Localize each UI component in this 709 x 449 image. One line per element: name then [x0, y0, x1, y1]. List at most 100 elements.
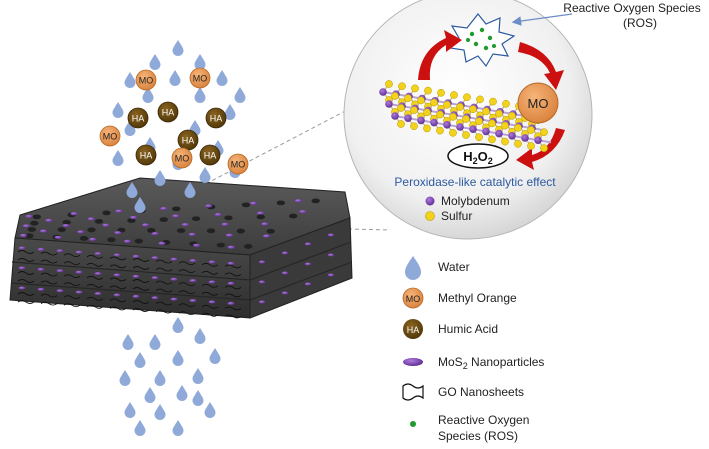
- sulfur-atom: [449, 113, 456, 120]
- mos2-nanoparticle-icon: [259, 301, 265, 304]
- molybdenum-atom: [430, 119, 438, 127]
- water-drop-icon: [135, 352, 146, 368]
- mos2-nanoparticle-icon: [19, 287, 26, 290]
- ha-particle-label: HA: [132, 114, 145, 124]
- sulfur-atom: [436, 111, 443, 118]
- sulfur-atom: [436, 127, 443, 134]
- water-drop-icon: [200, 167, 211, 183]
- mos2-nanoparticle-icon: [76, 271, 83, 274]
- sulfur-atom: [469, 106, 476, 113]
- molybdenum-atom: [456, 123, 464, 131]
- mos2-nanoparticle-icon: [57, 269, 64, 272]
- ha-particle-label: HA: [162, 108, 175, 118]
- mos2-nanoparticle-icon: [228, 246, 235, 249]
- legend-go: GO Nanosheets: [438, 385, 524, 399]
- water-drop-icon: [235, 87, 246, 103]
- legend-mos2: MoS2 Nanoparticles: [438, 355, 544, 371]
- membrane-pore: [224, 215, 232, 220]
- sulfur-label: Sulfur: [441, 209, 472, 223]
- mos2-nanoparticle-icon: [102, 224, 109, 227]
- membrane-pore: [311, 198, 319, 203]
- sulfur-atom: [437, 89, 444, 96]
- mo-particle-label: MO: [193, 74, 208, 84]
- water-drop-icon: [193, 368, 204, 384]
- water-drop-icon: [135, 420, 146, 436]
- mos2-nanoparticle-icon: [403, 358, 423, 366]
- mos2-nanoparticle-icon: [259, 261, 265, 264]
- sulfur-atom: [410, 123, 417, 130]
- sulfur-atom: [404, 95, 411, 102]
- membrane-pore: [135, 239, 143, 244]
- mos2-nanoparticle-icon: [152, 276, 159, 279]
- water-drop-icon: [120, 370, 131, 386]
- mos2-nanoparticle-icon: [221, 223, 228, 226]
- mos2-nanoparticle-icon: [209, 261, 216, 264]
- membrane-pore: [244, 244, 252, 249]
- sulfur-atom: [462, 115, 469, 122]
- membrane-pore: [277, 200, 285, 205]
- sulfur-atom: [423, 125, 430, 132]
- sulfur-atom: [495, 110, 502, 117]
- membrane-pore: [242, 202, 250, 207]
- molybdenum-label: Molybdenum: [441, 194, 510, 208]
- ha-particle-label: HA: [140, 151, 153, 161]
- mos2-nanoparticle-icon: [189, 233, 196, 236]
- water-drop-icon: [155, 370, 166, 386]
- mos2-nanoparticle-icon: [158, 242, 165, 245]
- mos2-nanoparticle-icon: [190, 259, 197, 262]
- mos2-nanoparticle-icon: [57, 249, 64, 252]
- water-drop-icon: [217, 70, 228, 86]
- molybdenum-atom: [417, 117, 425, 125]
- mos2-nanoparticle-icon: [190, 299, 197, 302]
- molybdenum-atom: [379, 88, 387, 96]
- ha-particle-label: HA: [182, 136, 195, 146]
- catalysis-callout: MO H2O2 Peroxidase-like catalytic effect…: [344, 0, 592, 239]
- water-drop-icon: [177, 385, 188, 401]
- membrane-pore: [192, 216, 200, 221]
- water-drop-icon: [205, 402, 216, 418]
- water-drop-icon: [125, 72, 136, 88]
- mos2-nanoparticle-icon: [76, 251, 83, 254]
- mos2-nanoparticle-icon: [305, 263, 311, 266]
- sulfur-atom: [410, 107, 417, 114]
- mos2-nanoparticle-icon: [152, 296, 159, 299]
- mos2-nanoparticle-icon: [19, 247, 26, 250]
- membrane-pore: [217, 243, 225, 248]
- sulfur-atom: [456, 103, 463, 110]
- mos2-nanoparticle-icon: [328, 254, 334, 257]
- water-drop-icon: [195, 328, 206, 344]
- membrane-pore: [57, 227, 65, 232]
- water-drop-icon: [150, 334, 161, 350]
- sulfur-atom: [449, 129, 456, 136]
- mos2-nanoparticle-icon: [115, 210, 122, 213]
- sulfur-atom: [501, 122, 508, 129]
- sulfur-atom: [501, 138, 508, 145]
- mo-particle-label: MO: [175, 154, 190, 164]
- legend-water: Water: [438, 260, 470, 274]
- mos2-nanoparticle-icon: [182, 223, 189, 226]
- mos2-nanoparticle-icon: [133, 295, 140, 298]
- mo-particle-label: MO: [139, 76, 154, 86]
- molybdenum-atom: [391, 112, 399, 120]
- ros-annotation-line2: (ROS): [623, 16, 657, 30]
- mos2-nanoparticle-icon: [133, 275, 140, 278]
- legend-ros-line1: Reactive Oxygen: [438, 413, 529, 427]
- mos2-nanoparticle-icon: [114, 231, 121, 234]
- mos2-nanoparticle-icon: [63, 224, 70, 227]
- mos2-nanoparticle-icon: [152, 256, 159, 259]
- molybdenum-atom: [385, 100, 393, 108]
- mos2-nanoparticle-icon: [205, 204, 212, 207]
- mos2-nanoparticle-icon: [305, 243, 311, 246]
- mo-particle-label: MO: [231, 160, 246, 170]
- mos2-nanoparticle-icon: [114, 254, 121, 257]
- mos2-nanoparticle-icon: [250, 202, 257, 205]
- sulfur-atom: [475, 134, 482, 141]
- mos2-nanoparticle-icon: [55, 236, 62, 239]
- ros-dot-icon: [410, 421, 416, 427]
- mos2-nanoparticle-icon: [114, 294, 121, 297]
- sulfur-atom: [423, 109, 430, 116]
- membrane-pore: [266, 229, 274, 234]
- mos2-nanoparticle-icon: [114, 274, 121, 277]
- membrane-pore: [33, 214, 41, 219]
- mos2-nanoparticle-icon: [261, 222, 268, 225]
